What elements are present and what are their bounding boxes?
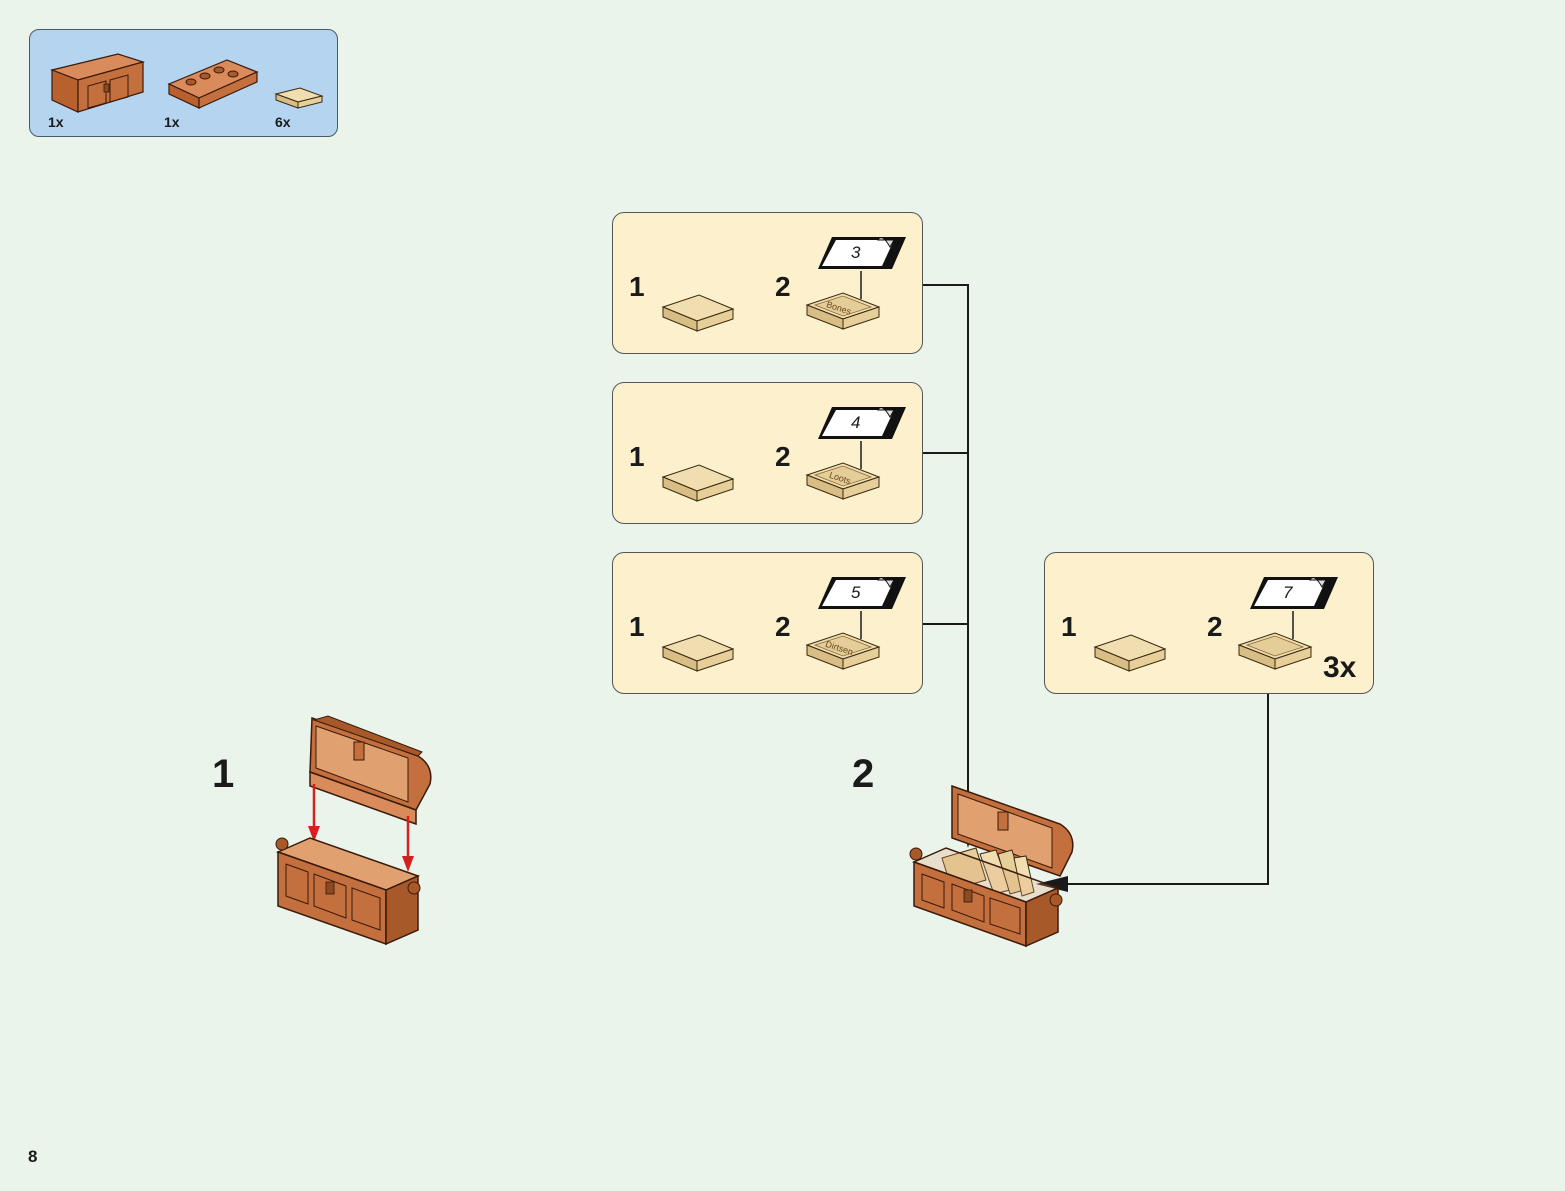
chest-lid-icon <box>167 59 259 109</box>
parts-qty-1: 1x <box>48 114 64 130</box>
sub2-step-2: 2 <box>775 441 791 472</box>
subassembly-box-3: 1 2 5 Dirtsen <box>612 552 923 694</box>
chest-base-icon <box>49 53 146 113</box>
sticker-number-5: 5 <box>851 583 861 602</box>
subassembly-box-2: 1 2 4 Loots <box>612 382 923 524</box>
printed-tile-icon <box>805 632 881 670</box>
sticker-number-3: 3 <box>851 243 861 262</box>
step-2-number: 2 <box>852 752 875 796</box>
sticker-sheet-icon <box>818 407 906 439</box>
subassembly-box-1: 1 2 3 Bones <box>612 212 923 354</box>
sticker-leader-line <box>860 611 862 639</box>
printed-tile-icon <box>805 462 881 500</box>
printed-tile-icon <box>805 292 881 330</box>
sticker-sheet-icon <box>818 577 906 609</box>
sticker-sheet-icon <box>1250 577 1338 609</box>
sub3-step-2: 2 <box>775 611 791 642</box>
sticker-leader-line <box>1292 611 1294 639</box>
parts-qty-2: 1x <box>164 114 180 130</box>
sub1-step-2: 2 <box>775 271 791 302</box>
multiplier-label: 3x <box>1323 651 1357 684</box>
sub4-step-2: 2 <box>1207 611 1223 642</box>
subassembly-box-4: 1 2 7 3x <box>1044 552 1374 694</box>
printed-tile-icon <box>1237 632 1313 670</box>
tan-tile-icon <box>661 464 735 502</box>
page-number: 8 <box>28 1147 38 1166</box>
chest-with-books-illustration <box>909 784 1074 948</box>
tan-tile-icon <box>1093 634 1167 672</box>
tan-tile-icon <box>661 634 735 672</box>
sub4-step-1: 1 <box>1061 611 1077 642</box>
sticker-leader-line <box>860 271 862 299</box>
tan-tile-icon <box>661 294 735 332</box>
step-1-number: 1 <box>212 752 235 796</box>
sticker-sheet-icon <box>818 237 906 269</box>
sticker-number-7: 7 <box>1283 583 1293 602</box>
tan-tile-icon <box>274 87 324 109</box>
sticker-leader-line <box>860 441 862 469</box>
sub3-step-1: 1 <box>629 611 645 642</box>
sticker-number-4: 4 <box>851 413 861 432</box>
sub1-step-1: 1 <box>629 271 645 302</box>
parts-qty-3: 6x <box>275 114 291 130</box>
chest-lid-assembly-illustration <box>275 715 432 946</box>
parts-list-box: 1x 1x 6x <box>29 29 338 137</box>
sub2-step-1: 1 <box>629 441 645 472</box>
